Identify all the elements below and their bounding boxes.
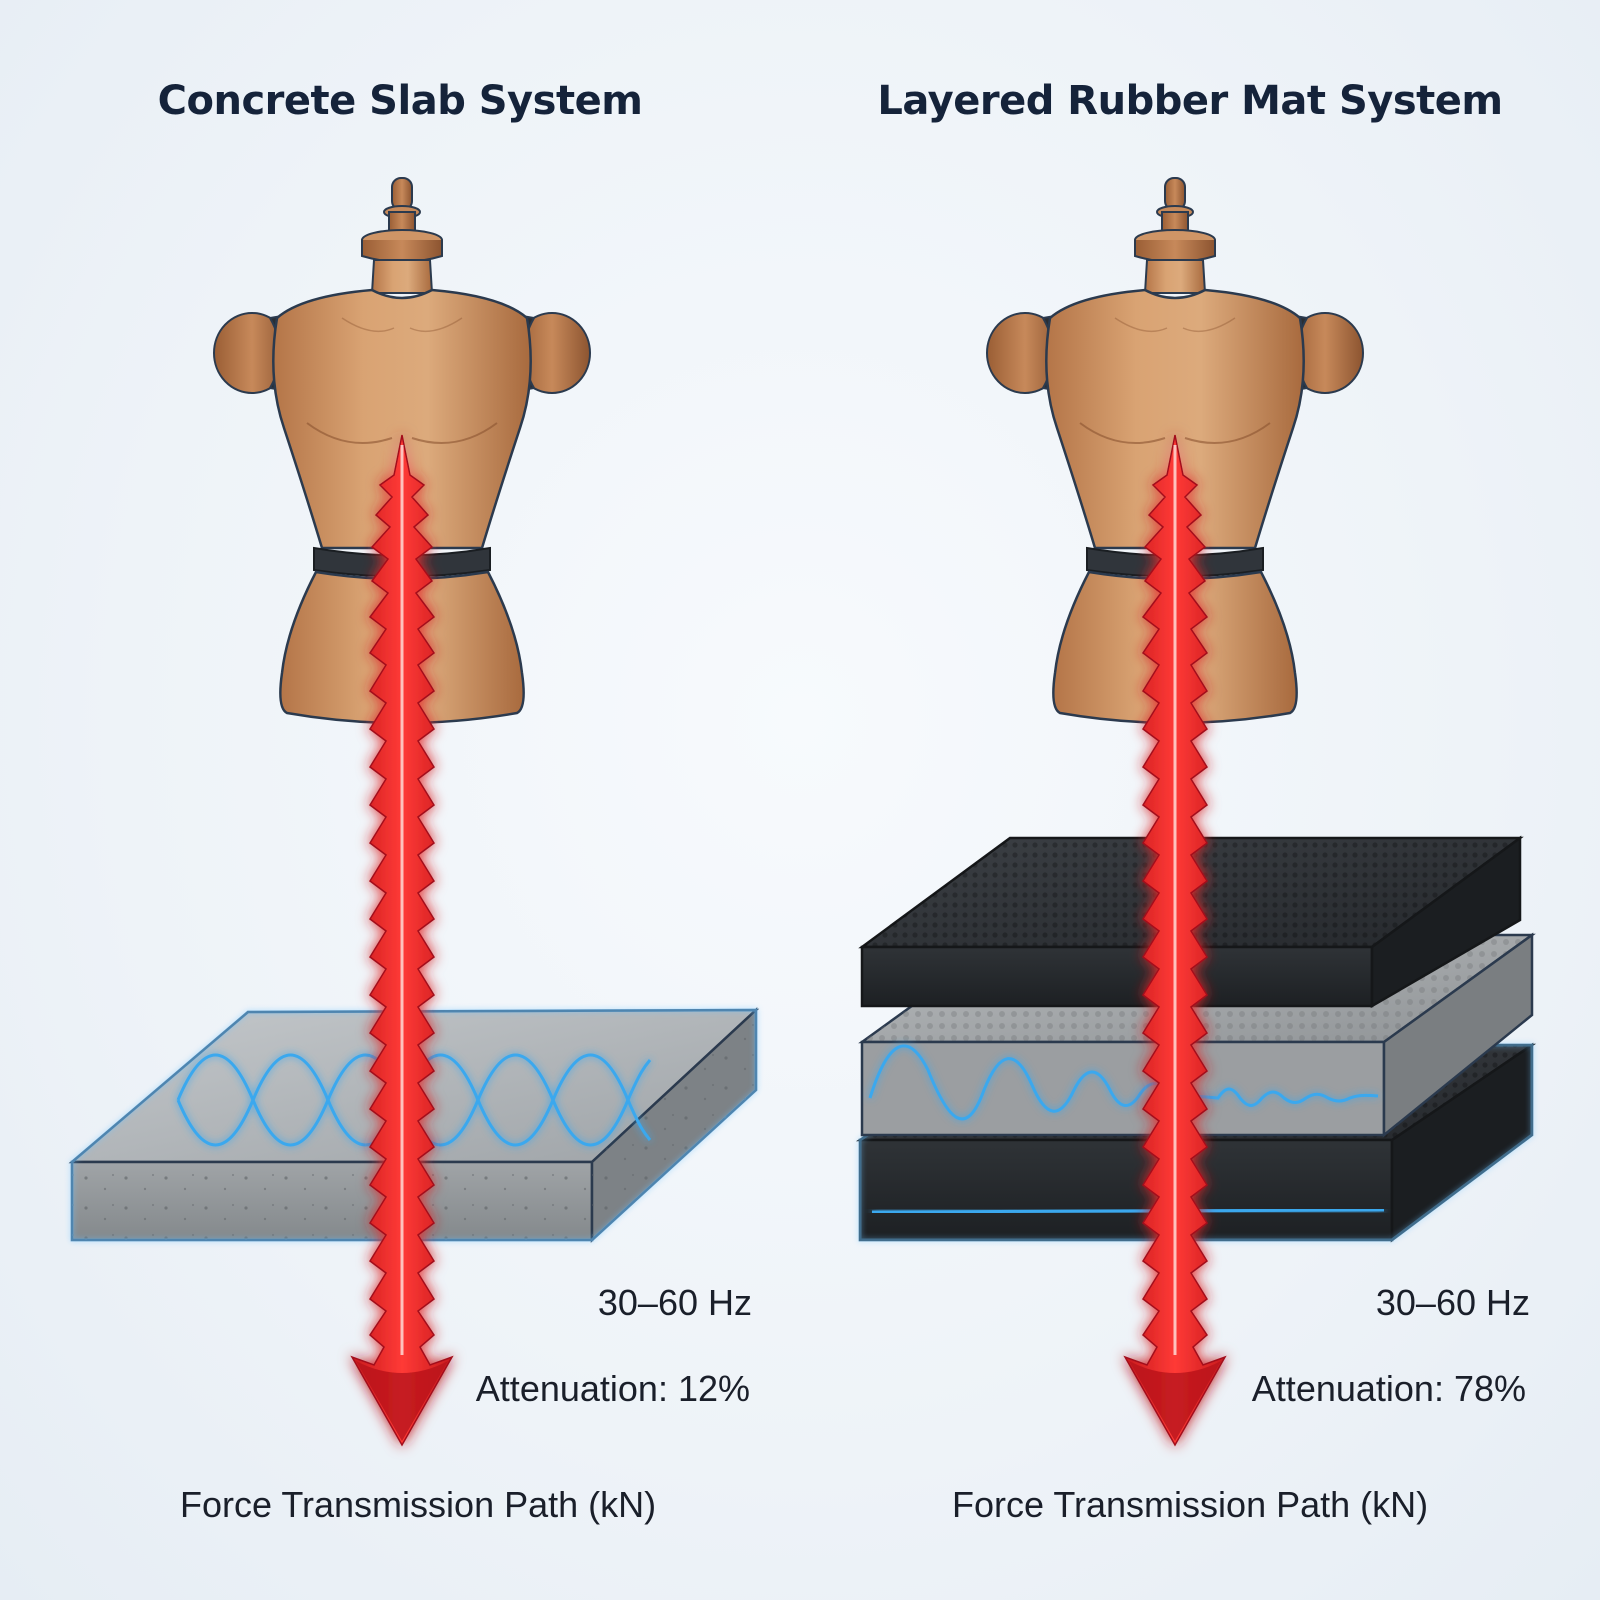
panel-title-left: Concrete Slab System bbox=[157, 78, 643, 124]
panel-title-right: Layered Rubber Mat System bbox=[877, 78, 1503, 124]
attenuation-label-left: Attenuation: 12% bbox=[475, 1368, 750, 1409]
vibration-wave-right bbox=[868, 1044, 1379, 1121]
attenuation-label-right: Attenuation: 78% bbox=[1251, 1368, 1526, 1409]
concrete-slab bbox=[68, 1007, 760, 1243]
force-path-label-right: Force Transmission Path (kN) bbox=[952, 1484, 1429, 1525]
left-panel bbox=[68, 176, 760, 1445]
force-path-label-left: Force Transmission Path (kN) bbox=[180, 1484, 657, 1525]
right-panel bbox=[855, 176, 1537, 1445]
frequency-label-left: 30–60 Hz bbox=[597, 1282, 752, 1323]
frequency-label-right: 30–60 Hz bbox=[1375, 1282, 1530, 1323]
vibration-line-bottom bbox=[871, 1208, 1385, 1214]
